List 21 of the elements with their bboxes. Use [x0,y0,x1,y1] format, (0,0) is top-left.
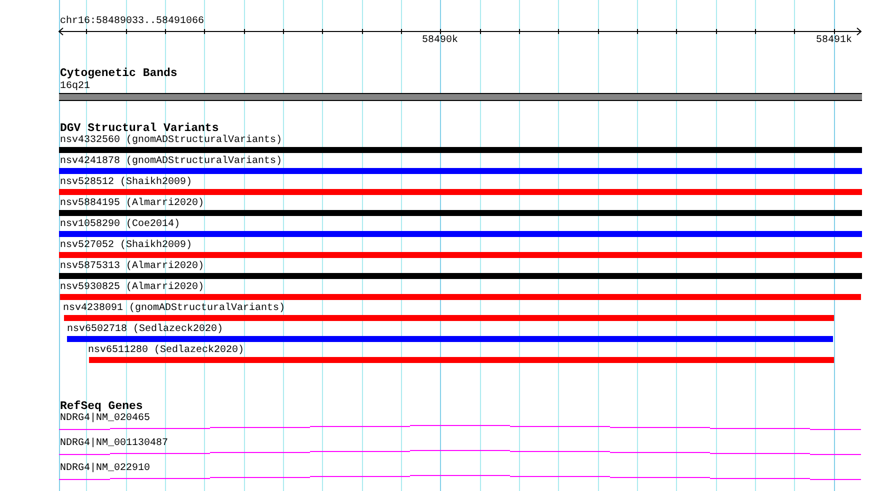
track-heading: Cytogenetic Bands [60,67,178,80]
track-heading: RefSeq Genes [60,400,143,413]
ruler-label: chr16:58489033..58491066 [60,16,204,28]
gene-label: NDRG4|NM_001130487 [60,438,168,450]
variant-label: nsv5875313 (Almarri2020) [60,261,204,273]
variant-label: nsv528512 (Shaikh2009) [60,177,192,189]
variant-label: nsv4332560 (gnomADStructuralVariants) [60,135,282,147]
variant-label: nsv5884195 (Almarri2020) [60,198,204,210]
band-label: 16q21 [60,81,90,93]
track-heading: DGV Structural Variants [60,122,219,135]
gene-label: NDRG4|NM_022910 [60,463,150,475]
variant-label: nsv5930825 (Almarri2020) [60,282,204,294]
variant-label: nsv4241878 (gnomADStructuralVariants) [60,156,282,168]
tick-label: 58491k [816,35,852,47]
variant-label: nsv6502718 (Sedlazeck2020) [67,324,224,336]
variant-label: nsv6511280 (Sedlazeck2020) [88,345,244,357]
variant-label: nsv1058290 (Coe2014) [60,219,180,231]
gene-label: NDRG4|NM_020465 [60,413,150,425]
tick-label: 58490k [422,35,458,47]
variant-label: nsv527052 (Shaikh2009) [60,240,192,252]
variant-label: nsv4238091 (gnomADStructuralVariants) [63,303,286,315]
